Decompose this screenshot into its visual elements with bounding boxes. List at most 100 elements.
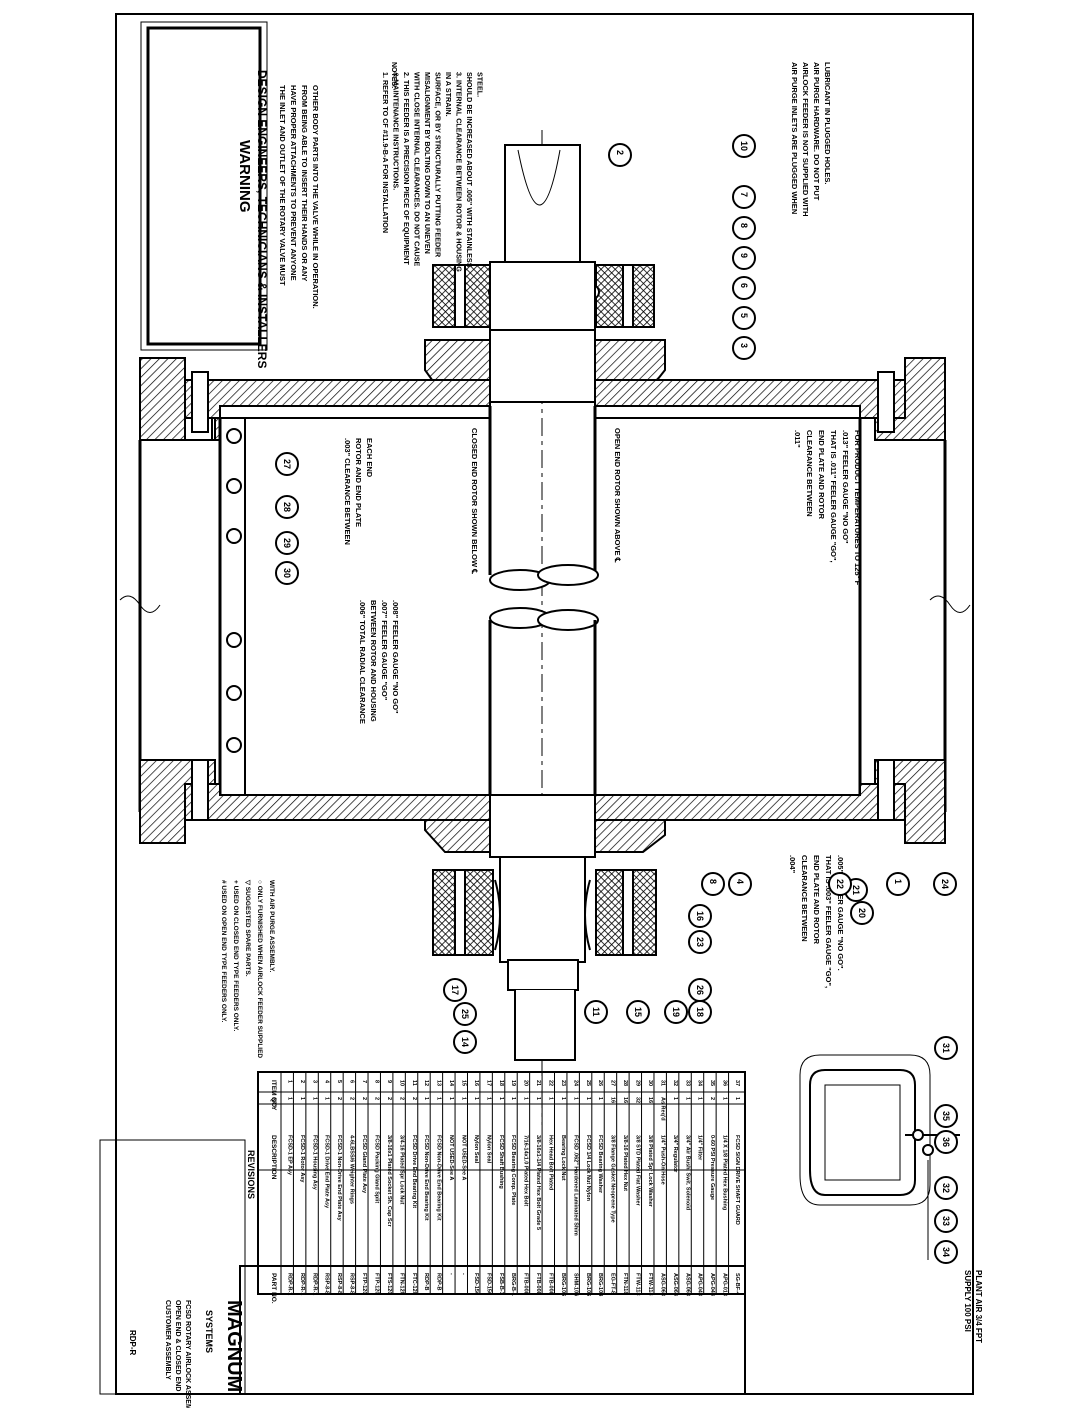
table-cell: 1	[597, 1097, 603, 1100]
item-balloon-label: 8	[708, 879, 718, 884]
detail-balloon: 31	[934, 1036, 958, 1060]
table-cell: 1/4" Push-On Hose	[659, 1135, 665, 1185]
end-plate-clearance-line: THAT IS .003" FEELER GAUGE "GO",	[824, 855, 833, 988]
table-cell: EG-FT-8	[610, 1273, 616, 1294]
table-cell: FTB-008	[523, 1273, 529, 1295]
closed-end-clearance-line: .003" CLEARANCE BETWEEN	[343, 438, 352, 545]
table-cell: FCSD Non-Drive End Bearing Kit	[423, 1135, 429, 1221]
table-cell: 1/4 X 1/8 Plated Hex Bushing	[722, 1135, 728, 1210]
notes-block-line: MISALIGNMENT BY BOLTING DOWN TO AN UNEVE…	[423, 72, 432, 254]
table-cell: 3/4" Regulator	[672, 1135, 678, 1173]
table-cell: FTW-118	[647, 1273, 653, 1296]
end-plate-bottom	[184, 783, 491, 821]
item-balloon: 15	[626, 1000, 650, 1024]
closed-end-rotor-line: CLOSED END ROTOR SHOWN BELOW ℄	[470, 428, 479, 575]
item-balloon-label: 6	[739, 283, 749, 288]
item-balloon-label: 16	[695, 911, 705, 921]
table-cell: 2	[411, 1097, 417, 1100]
item-balloon: 24	[933, 872, 957, 896]
detail-balloon-label: 35	[941, 1111, 951, 1121]
table-cell: 8	[373, 1080, 379, 1083]
detail-balloon: 35	[934, 1104, 958, 1128]
table-cell: 3/4-16 Plated Spr Lock Nut	[398, 1135, 404, 1205]
notes-heading-line: NOTES:	[390, 62, 397, 88]
item-balloon: 20	[850, 901, 874, 925]
table-cell: 3/4" Air Bush. Swit. Solenoid	[684, 1135, 690, 1210]
table-cell: 7/16-14x1.0 Plated Hex Bolt	[523, 1135, 529, 1206]
table-cell: ASG-068	[684, 1273, 690, 1296]
item-balloon-label: 27	[282, 459, 292, 469]
company-name: MAGNUM	[223, 1300, 245, 1392]
table-cell: 3/8-16 Plated Hex Nut	[622, 1135, 628, 1191]
air-purge-note-line: LUBRICANT IN PLUGGED HOLES.	[823, 62, 832, 185]
table-cell: 36	[722, 1080, 728, 1086]
table-cell: FTS-120	[386, 1273, 392, 1294]
table-cell: 22	[548, 1080, 554, 1086]
table-cell: NOT USED-See A	[460, 1135, 466, 1180]
table-cell: FCSD-1 Non-Drive End Plate Asy	[336, 1135, 342, 1222]
table-cell: 27	[610, 1080, 616, 1086]
open-end-clearance-line: .011"	[793, 430, 802, 448]
table-cell: FCSD Bearing Washer	[597, 1135, 603, 1194]
detail-balloon: 32	[934, 1176, 958, 1200]
radial-clearance-line: BETWEEN ROTOR AND HOUSING	[369, 600, 378, 722]
item-balloon: 27	[275, 452, 299, 476]
table-cell: -	[448, 1273, 454, 1275]
item-balloon-label: 8	[739, 223, 749, 228]
table-cell: 3/8 STD Plated Flat Washer	[635, 1135, 641, 1207]
item-balloon: 3	[732, 336, 756, 360]
table-cell: 37	[734, 1080, 740, 1086]
table-cell: 1	[460, 1097, 466, 1100]
table-cell: 13	[436, 1080, 442, 1086]
table-cell: 0-60 PSI Pressure Gauge	[709, 1135, 715, 1200]
detail-balloon-label: 31	[941, 1043, 951, 1053]
item-balloon: 6	[732, 276, 756, 300]
open-end-rotor: OPEN END ROTOR SHOWN ABOVE ℄	[613, 428, 622, 564]
warning-title: WARNING	[236, 140, 253, 213]
table-cell: 17	[485, 1080, 491, 1086]
warning-line: THE INLET AND OUTLET OF THE ROTARY VALVE…	[278, 85, 287, 286]
item-balloon: 23	[688, 930, 712, 954]
radial-clearance-line: .007" FEELER GAUGE "GO"	[380, 600, 389, 701]
table-cell: 1	[324, 1097, 330, 1100]
table-cell: 2	[373, 1097, 379, 1100]
item-balloon-label: 20	[857, 908, 867, 918]
notes-block-line: IN A STRAIN.	[444, 72, 453, 117]
air-purge-note-line: AIR PURGE HARDWARE. DO NOT PUT	[812, 62, 821, 201]
gland-bottom-right	[594, 819, 666, 853]
table-cell: 1	[535, 1097, 541, 1100]
table-cell: RSP-8-8	[349, 1273, 355, 1294]
item-balloon-label: 26	[695, 985, 705, 995]
table-cell: 16	[473, 1080, 479, 1086]
table-cell: 2	[336, 1097, 342, 1100]
table-cell: 1	[299, 1097, 305, 1100]
table-cell: 25	[585, 1080, 591, 1086]
item-balloon: 25	[453, 1002, 477, 1026]
table-cell: 7	[361, 1080, 367, 1083]
end-plate-top	[184, 379, 491, 419]
table-cell: 11	[411, 1080, 417, 1086]
table-cell: 23	[560, 1080, 566, 1086]
table-cell: Bearing Lock Nut	[560, 1135, 566, 1181]
item-balloon: 4	[728, 872, 752, 896]
drawing-title-line: CUSTOMER ASSEMBLY	[164, 1300, 171, 1380]
item-balloon: 26	[688, 978, 712, 1002]
